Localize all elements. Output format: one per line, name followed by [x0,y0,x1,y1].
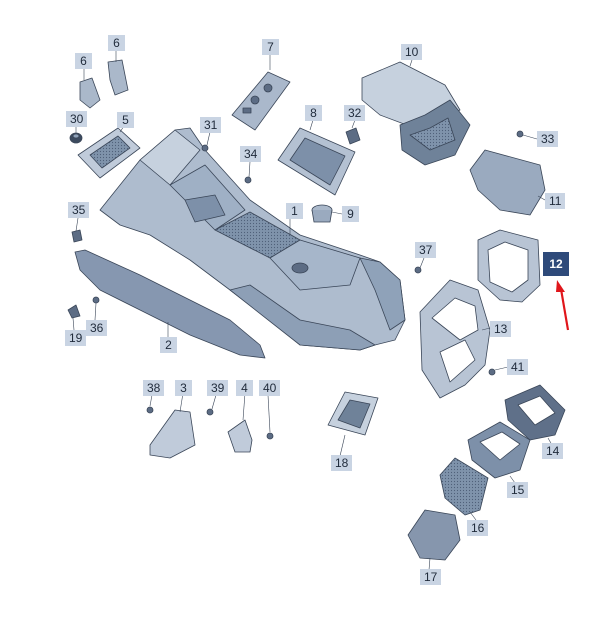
part-40-nut [266,432,274,440]
part-label-11: 11 [545,193,566,209]
part-label-34: 34 [240,146,262,162]
part-label-7: 7 [262,39,279,55]
part-9-cup-insert [311,204,333,223]
part-14-vent-bezel [504,384,566,441]
part-11-bracket [469,149,546,216]
part-31-screw [201,144,209,152]
part-19-clip [67,304,81,319]
part-label-9: 9 [342,206,359,222]
part-41-screw [488,368,496,376]
part-10-armrest [361,61,471,166]
part-label-6a: 6 [75,53,92,69]
highlight-arrow [556,280,570,331]
part-1-center-console [99,127,406,351]
part-label-1: 1 [286,203,303,219]
part-7-switch-panel [231,71,291,131]
part-label-6b: 6 [108,35,125,51]
part-36-screw [92,296,100,304]
part-label-13: 13 [490,321,512,337]
part-8-storage-tray [277,127,356,196]
part-5-plate [77,127,141,179]
fasteners [67,130,524,440]
part-label-35: 35 [68,202,90,218]
part-label-36: 36 [86,320,108,336]
part-label-5: 5 [117,112,134,128]
part-35-clip [71,229,83,243]
part-6-clip-a [79,77,101,109]
part-label-12-highlighted: 12 [543,252,569,276]
part-label-18: 18 [331,455,353,471]
part-15-vent-bezel [467,421,531,479]
part-label-38: 38 [143,380,165,396]
part-label-10: 10 [401,44,423,60]
part-label-16: 16 [467,520,489,536]
leader-lines [72,50,553,571]
part-16-pocket [439,457,489,516]
part-17-rear-tray [407,509,461,561]
part-30-grommet [69,132,83,144]
part-3-bracket [149,409,196,459]
part-6-clip-b [107,59,129,96]
part-label-17: 17 [420,569,442,585]
part-label-33: 33 [537,131,559,147]
part-label-8: 8 [305,105,322,121]
part-label-4: 4 [236,380,253,396]
part-label-2: 2 [160,337,177,353]
part-label-32: 32 [344,105,366,121]
part-34-screw [244,176,252,184]
part-12-vent-frame [477,229,541,303]
part-13-vent-cover [419,279,491,399]
part-label-14: 14 [542,443,564,459]
part-33-screw [516,130,524,138]
part-label-37: 37 [415,242,437,258]
part-32-clip [345,127,361,145]
part-38-nut [146,406,154,414]
part-label-15: 15 [507,482,529,498]
part-label-3: 3 [175,380,192,396]
part-2-side-trim [74,249,266,359]
part-label-31: 31 [200,117,222,133]
part-label-30: 30 [66,111,88,127]
part-4-bracket [227,419,253,453]
part-label-41: 41 [507,359,529,375]
part-label-40: 40 [259,380,281,396]
part-label-19: 19 [65,330,87,346]
part-39-screw [206,408,214,416]
part-label-39: 39 [207,380,229,396]
part-37-screw [414,266,422,274]
part-18-small-vent [327,391,379,436]
